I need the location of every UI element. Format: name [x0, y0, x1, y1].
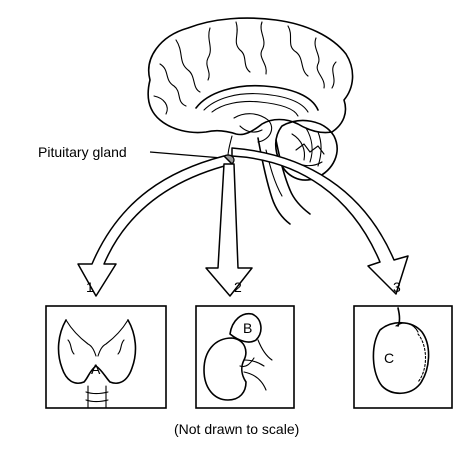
organ-box-a: A [45, 305, 167, 409]
organ-letter-a: A [91, 361, 101, 377]
pituitary-pointer-line [149, 151, 223, 159]
scale-footnote: (Not drawn to scale) [174, 421, 299, 437]
organ-box-b: B [195, 305, 295, 409]
organ-letter-c: C [384, 350, 394, 366]
testis-illustration [372, 307, 430, 395]
kidney-adrenal-illustration [203, 312, 273, 401]
organ-letter-b: B [243, 320, 252, 336]
arrow-2-number: 2 [234, 279, 242, 295]
arrow-1: 1 [77, 155, 233, 297]
arrow-1-number: 1 [86, 279, 94, 295]
brain-illustration [147, 17, 354, 225]
thyroid-illustration [57, 319, 137, 409]
pituitary-gland-label: Pituitary gland [38, 144, 127, 160]
arrow-3-number: 3 [393, 279, 401, 295]
arrow-2: 2 [205, 163, 253, 297]
organ-box-c: C [353, 305, 453, 409]
arrow-3: 3 [231, 147, 409, 295]
